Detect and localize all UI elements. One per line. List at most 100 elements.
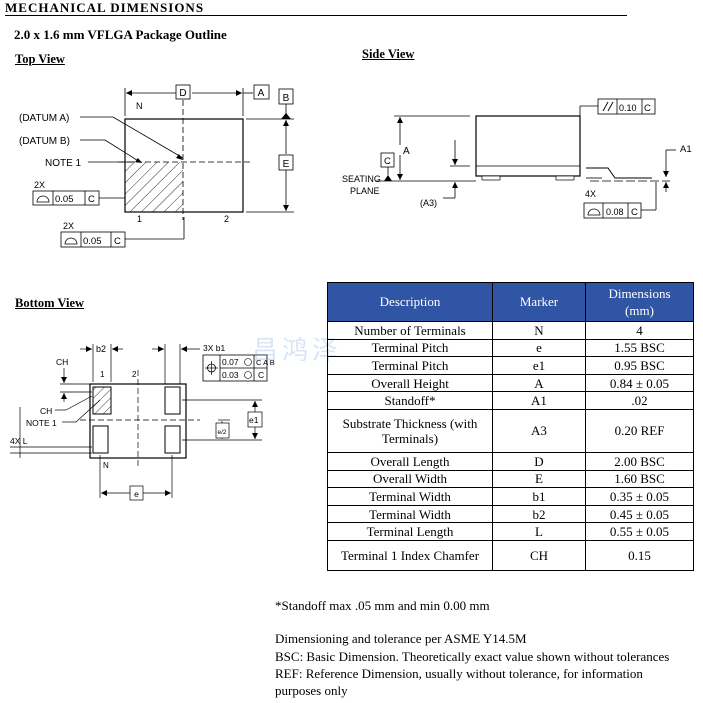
bottom-label-n: N [103, 461, 109, 470]
package-title: 2.0 x 1.6 mm VFLGA Package Outline [14, 27, 227, 42]
cell-dimension: 4 [585, 321, 694, 340]
bottom-note1: NOTE 1 [26, 418, 57, 428]
cell-dimension: 0.55 ± 0.05 [585, 522, 694, 541]
cell-marker: b2 [492, 504, 586, 524]
cell-description: Number of Terminals [327, 321, 493, 340]
label-note1: NOTE 1 [45, 158, 82, 169]
cell-description: Standoff* [327, 391, 493, 410]
parallel-ref-c: C [644, 103, 651, 114]
label-datum-b: (DATUM B) [19, 136, 70, 147]
cell-marker: E [492, 469, 586, 489]
cell-description: Terminal Length [327, 522, 493, 541]
cell-description: Terminal Pitch [327, 356, 493, 375]
mmc-icon [244, 358, 252, 366]
ref-c-b: C [114, 236, 121, 247]
mmc-icon [244, 371, 252, 379]
dim-3x-b1: 3X b1 [203, 343, 225, 353]
cell-marker: e [492, 338, 586, 358]
bottom-pin-1: 1 [100, 370, 105, 379]
bottom-pin-2: 2 [132, 370, 137, 379]
seating-plane-2: PLANE [350, 186, 380, 196]
pos-tol-2: 0.03 [222, 370, 239, 380]
datum-c-box: C [384, 156, 391, 167]
profile-surface-icon [587, 208, 601, 216]
ref-cab: C A B [256, 358, 275, 367]
col-dimensions: Dimensions (mm) [585, 282, 694, 322]
dim-a3: (A3) [420, 198, 437, 208]
side-view-title: Side View [362, 47, 415, 61]
dim-e: E [283, 159, 290, 170]
seating-plane-1: SEATING [342, 174, 381, 184]
datum-a-box: A [258, 88, 265, 99]
label-n: N [136, 101, 143, 111]
table-header-row: Description Marker Dimensions (mm) [327, 282, 694, 322]
cell-marker: A3 [492, 408, 586, 453]
cell-marker: L [492, 522, 586, 541]
side-view-drawing: 0.10 C A (A3) C SEATING PLANE A1 4X 0.08… [342, 98, 692, 219]
cell-marker: N [492, 321, 586, 340]
dim-ch-left: CH [40, 406, 52, 416]
profile-surface-icon [64, 237, 78, 245]
cell-dimension: 1.60 BSC [585, 469, 694, 489]
cell-description: Terminal Width [327, 504, 493, 524]
dim-d: D [179, 88, 186, 99]
col-marker: Marker [492, 282, 586, 322]
tol-a: 0.05 [55, 194, 74, 205]
label-2x-b: 2X [63, 221, 74, 231]
parallel-icon [602, 101, 609, 112]
cell-description: Overall Width [327, 469, 493, 489]
cell-dimension: 0.35 ± 0.05 [585, 487, 694, 506]
cell-dimension: 0.95 BSC [585, 356, 694, 375]
dim-ch-top: CH [56, 357, 68, 367]
cell-dimension: 1.55 BSC [585, 338, 694, 358]
cell-marker: D [492, 451, 586, 471]
bottom-view-title: Bottom View [15, 296, 85, 310]
cell-description: Terminal Pitch [327, 338, 493, 358]
cell-marker: e1 [492, 356, 586, 375]
cell-description: Overall Height [327, 373, 493, 393]
package-body [475, 115, 581, 177]
note-line4: purposes only [275, 683, 348, 698]
dim-e-half: e/2 [217, 429, 226, 436]
flat-tol: 0.08 [606, 207, 624, 217]
header-rule [5, 15, 627, 16]
label-datum-a: (DATUM A) [19, 113, 69, 124]
note-line3: REF: Reference Dimension, usually withou… [275, 666, 643, 681]
dim-e1: e1 [249, 415, 259, 425]
pin-2: 2 [224, 214, 229, 224]
pin-1: 1 [137, 214, 142, 224]
dimensions-table: Description Marker Dimensions (mm) Numbe… [327, 282, 694, 571]
note-standoff: *Standoff max .05 mm and min 0.00 mm [275, 598, 490, 613]
cell-marker: CH [492, 539, 586, 571]
label-4x: 4X [585, 189, 596, 199]
note-line1: Dimensioning and tolerance per ASME Y14.… [275, 631, 527, 646]
cell-dimension: 0.20 REF [585, 408, 694, 453]
dim-4x-l: 4X L [10, 436, 28, 446]
profile-surface-icon [36, 195, 50, 203]
pin1-hatch [125, 162, 183, 212]
cell-dimension: .02 [585, 391, 694, 410]
ref-c: C [258, 370, 264, 380]
dim-b2: b2 [96, 344, 106, 354]
cell-dimension: 2.00 BSC [585, 451, 694, 471]
pad-3 [92, 425, 109, 454]
table-row: Standoff*A1.02 [327, 391, 694, 410]
cell-dimension: 0.84 ± 0.05 [585, 373, 694, 393]
watermark: 昌鸿泽 [252, 336, 343, 366]
cell-dimension: 0.15 [585, 539, 694, 571]
cell-description: Terminal Width [327, 487, 493, 506]
flat-ref-c: C [631, 207, 638, 218]
tol-b: 0.05 [83, 236, 102, 247]
cell-marker: A1 [492, 391, 586, 410]
